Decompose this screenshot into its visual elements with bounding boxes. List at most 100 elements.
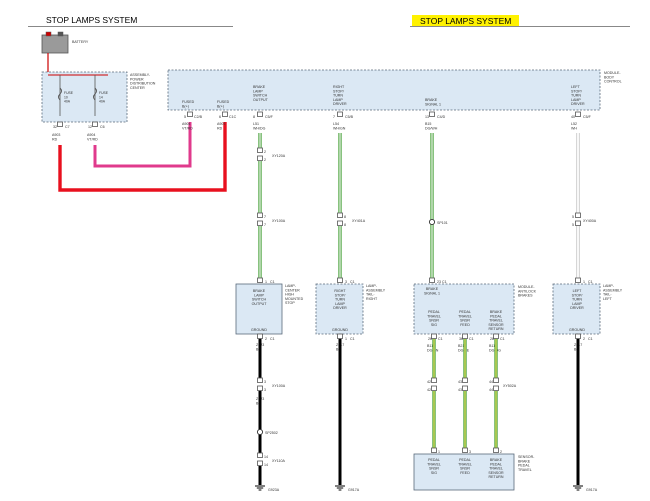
fuse-label-0-line-2: 40A: [64, 100, 71, 104]
pdc-pin-1: [92, 121, 98, 127]
abs-sub-conn-2: C1: [500, 337, 505, 341]
abs-sub-conn-0: C1: [438, 337, 443, 341]
bcm-output-label-0-line-3: OUTPUT: [253, 98, 269, 102]
pedal-sub-label-2-line-4: RETURN: [489, 475, 504, 479]
abs-splice: [428, 218, 436, 226]
bcm-fused-wire-0-line-0: A904: [182, 122, 190, 126]
bcm-fused-label-1-line-0: FUSED: [217, 100, 230, 104]
bcm-output-pin-num-0: 8: [253, 115, 255, 119]
bcm-fused-label-1-line-1: B(+): [217, 104, 224, 108]
abs-inner-top-line-0: BRAKE: [426, 287, 439, 291]
pedal-sub-label-0-line-1: TRAVEL: [427, 462, 441, 466]
chmsl-inner-line-3: OUTPUT: [252, 302, 268, 306]
taill-inner-line-3: LAMP: [572, 302, 582, 306]
bcm-name-line-2: CONTROL: [604, 80, 622, 84]
bcm-output-pin-0: [257, 111, 263, 117]
chmsl-inner-line-1: LAMP: [254, 293, 264, 297]
pdc-name-line-3: CENTER: [130, 86, 145, 90]
taill-pin-top-num: 1: [583, 280, 585, 284]
abs-sub-label-1-line-3: FEED: [460, 323, 470, 327]
abs-side-line-2: BRAKES: [518, 294, 533, 298]
abs-sub-label-2-line-3: SENSOR: [488, 323, 504, 327]
pdc-pin-conn-0: C7: [65, 125, 70, 129]
abs-pin-top-conn: C1: [442, 280, 447, 284]
bcm-output-conn-3: C5/F: [583, 115, 592, 119]
bcm-output-wire-3-line-1: WH: [571, 126, 577, 130]
pedal-sub-label-1-line-0: PEDAL: [459, 458, 471, 462]
bcm-output-label-1-line-2: TURN: [333, 94, 343, 98]
pedal-sub-label-0-line-2: SNSR: [429, 467, 439, 471]
bcm-output-label-2-line-1: SIGNAL 1: [425, 102, 441, 106]
fuse-symbol-0: [58, 87, 62, 101]
abs-inline-num-top-1: 43: [458, 380, 462, 384]
taill-pin-top: [575, 277, 581, 283]
inline-col1d-pin-bot: [257, 460, 263, 466]
chmsl-pin-bot-conn: C1: [270, 337, 275, 341]
bcm-name-line-1: BODY: [604, 75, 615, 79]
bcm-fused-pin-0: [187, 111, 193, 117]
chmsl-side-line-0: LAMP-: [285, 284, 297, 288]
taill-side-line-0: LAMP-: [603, 284, 615, 288]
bcm-fused-wire-1-line-1: RD: [217, 126, 223, 130]
bcm-fused-conn-0: C2/B: [194, 115, 203, 119]
pedal-side-line-2: PEDAL: [518, 464, 530, 468]
battery-icon: [41, 31, 69, 54]
tailr-pin-top: [337, 277, 343, 283]
inline-col1c-name: XY100A: [272, 384, 286, 388]
inline-col1a-pin-top: [257, 147, 263, 153]
chmsl-pin-bot: [257, 333, 263, 339]
abs-inline-num-bot-0: 42: [427, 388, 431, 392]
bcm-fused-pin-num-0: 5: [184, 115, 186, 119]
bcm-fused-pin-num-1: 6: [219, 115, 221, 119]
inline-col1b-pin-top: [257, 212, 263, 218]
tailr-pin-bot-conn: C1: [350, 337, 355, 341]
pedal-side-line-0: SENSOR-: [518, 455, 535, 459]
pdc-wire-label-0-line-0: A903: [52, 133, 60, 137]
pedal-sub-label-0-line-3: SIG: [431, 471, 437, 475]
chmsl-inner-line-0: BRAKE: [253, 289, 266, 293]
pdc-name-line-2: DISTRIBUTION: [130, 82, 156, 86]
inline-col2-name: XY401A: [352, 219, 366, 223]
chmsl-side-line-4: STOP: [285, 301, 295, 305]
bcm-output-wire-3-line-0: L52: [571, 122, 577, 126]
bcm-output-conn-0: C5/F: [265, 115, 274, 119]
tailr-ground-point: G917A: [348, 488, 360, 492]
pdc-name-line-1: POWER: [130, 77, 144, 81]
abs-pin-top: [429, 277, 435, 283]
bcm-output-wire-2-line-0: B15: [425, 122, 431, 126]
taill-side-line-2: TAIL-: [603, 293, 612, 297]
pdc-pin-conn-1: C6: [100, 125, 105, 129]
bcm-fused-wire-1-line-0: A903: [217, 122, 225, 126]
tailr-pin-top-conn: C1: [350, 280, 355, 284]
abs-sub-conn-1: C1: [469, 337, 474, 341]
inline-col1b-num-bot: 7: [264, 223, 266, 227]
battery-label: BATTERY: [72, 40, 89, 44]
title-rule-left: [28, 26, 233, 27]
taill-side-line-3: LEFT: [603, 297, 613, 301]
abs-sub-pin-num-1: 36: [459, 337, 463, 341]
pedal-sub-label-0-line-0: PEDAL: [428, 458, 440, 462]
chmsl-pin-top-num: 1: [265, 280, 267, 284]
pdc-wire-label-1-line-1: VT/RD: [87, 137, 98, 141]
pdc-wire-label-0-line-1: RD: [52, 137, 58, 141]
taill-pin-bot-conn: C1: [588, 337, 593, 341]
bcm-fused-label-0-line-0: FUSED: [182, 100, 195, 104]
abs-sub-label-2-line-2: TRAVEL: [489, 319, 503, 323]
chmsl-splice-label: SP2502: [265, 431, 278, 435]
tailr-pin-bot-num: 1: [345, 337, 347, 341]
fuse-label-1-line-0: FUSE: [99, 91, 109, 95]
inline-col2-num-top: 8: [344, 215, 346, 219]
bcm-fused-conn-1: C1C: [229, 115, 237, 119]
taill-box: [552, 283, 601, 335]
pedal-sub-label-1-line-1: TRAVEL: [458, 462, 472, 466]
bcm-fused-pin-1: [222, 111, 228, 117]
taill-side-line-1: ASSEMBLY: [603, 288, 623, 292]
abs-sub-pin-num-2: 28: [490, 337, 494, 341]
pedal-sub-label-2-line-1: PEDAL: [490, 462, 502, 466]
inline-col2-pin-bot: [337, 220, 343, 226]
bcm-output-label-3-line-0: LEFT: [571, 85, 581, 89]
chmsl-splice: [256, 428, 264, 436]
pdc-pin-0: [57, 121, 63, 127]
abs-sub-pin-2: [493, 333, 499, 339]
bcm-output-label-3-line-2: TURN: [571, 94, 581, 98]
